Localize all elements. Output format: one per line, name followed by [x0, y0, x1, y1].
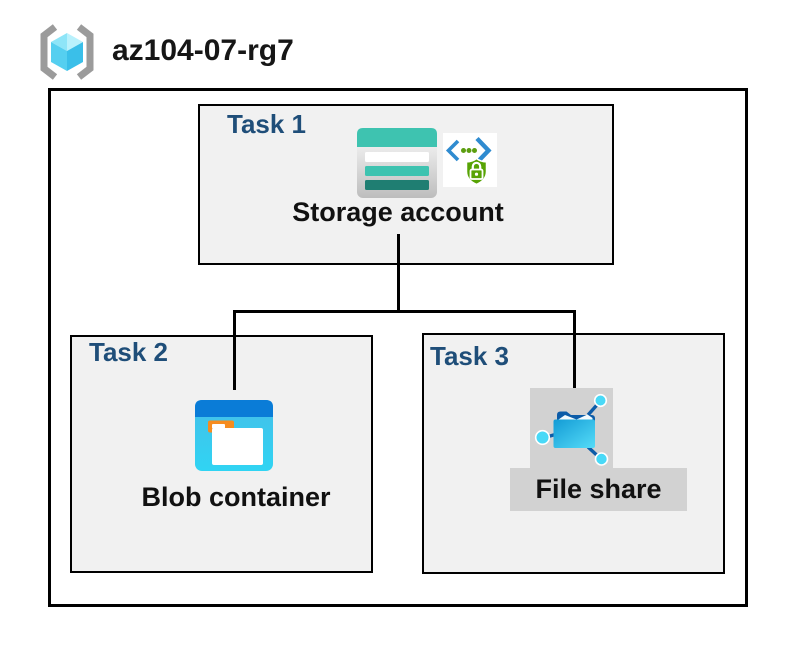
file-share-icon: [534, 393, 609, 466]
storage-account-label: Storage account: [292, 197, 504, 227]
task3-label: Task 3: [430, 341, 510, 371]
connector-horizontal: [233, 310, 576, 313]
secure-endpoint-icon: [443, 133, 497, 187]
resource-group-icon: [40, 24, 94, 80]
file-share-label: File share: [535, 473, 662, 504]
connector-to-blob-container: [233, 313, 236, 390]
resource-group-title: az104-07-rg7: [112, 34, 294, 67]
task2-label: Task 2: [89, 337, 169, 367]
connector-storage-stem: [397, 234, 400, 312]
connector-to-file-share: [573, 313, 576, 388]
file-share-icon-highlight: [530, 388, 613, 468]
blob-container-icon: [195, 400, 273, 471]
task1-label: Task 1: [227, 109, 307, 139]
blob-container-label: Blob container: [141, 482, 331, 512]
file-share-label-highlight: File share: [510, 468, 687, 511]
storage-account-icon: [357, 128, 437, 198]
